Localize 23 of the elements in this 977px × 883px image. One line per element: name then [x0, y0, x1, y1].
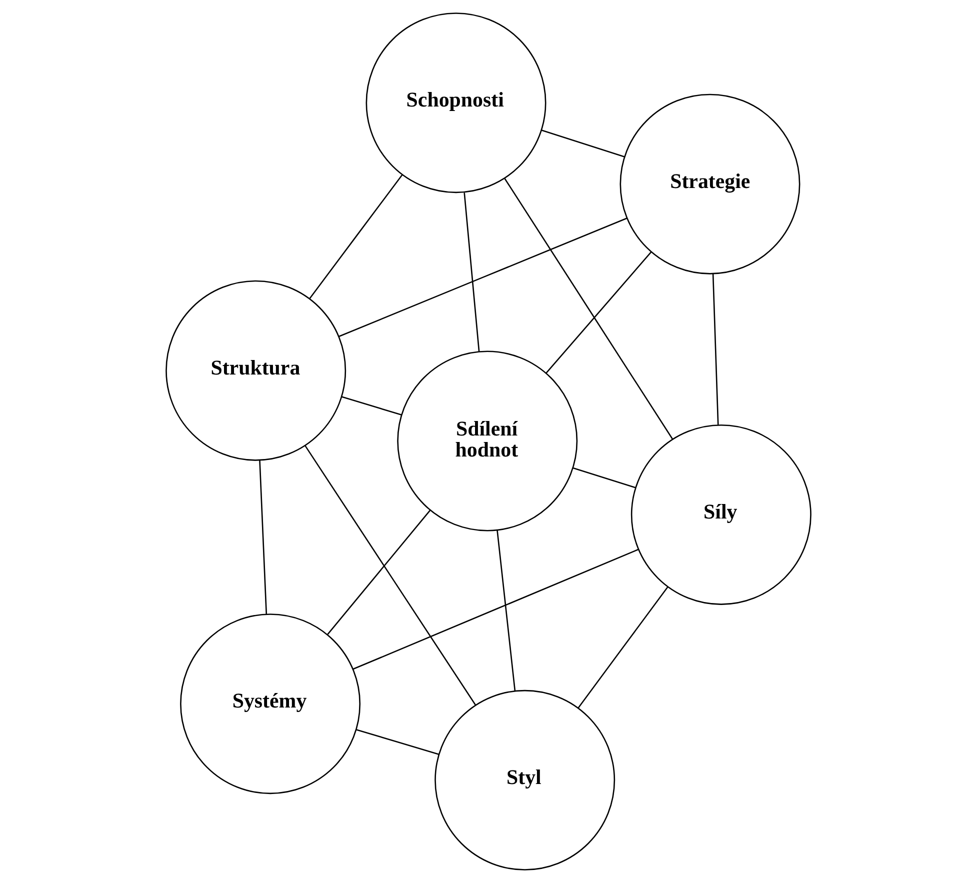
connector: [304, 445, 476, 706]
connector: [259, 460, 268, 614]
node-circle: Styl: [434, 690, 616, 870]
connector: [356, 728, 440, 756]
connector: [309, 174, 403, 299]
connector: [578, 586, 668, 708]
node-circle: Struktura: [166, 280, 346, 461]
connector: [352, 548, 638, 670]
connector: [327, 510, 431, 635]
node-circle: Síly: [630, 424, 812, 605]
connector: [546, 252, 652, 374]
connector: [504, 178, 674, 440]
node-circle: Systémy: [180, 614, 361, 794]
connector: [712, 274, 719, 425]
connector: [338, 218, 628, 337]
connector: [464, 192, 480, 352]
connector: [342, 396, 402, 416]
connector: [496, 530, 516, 692]
node-circle: Strategie: [620, 94, 800, 274]
node-circle: Schopnosti: [366, 12, 546, 194]
connector: [572, 467, 636, 488]
connector: [542, 130, 625, 158]
node-circle: Sdílení hodnot: [397, 350, 578, 532]
